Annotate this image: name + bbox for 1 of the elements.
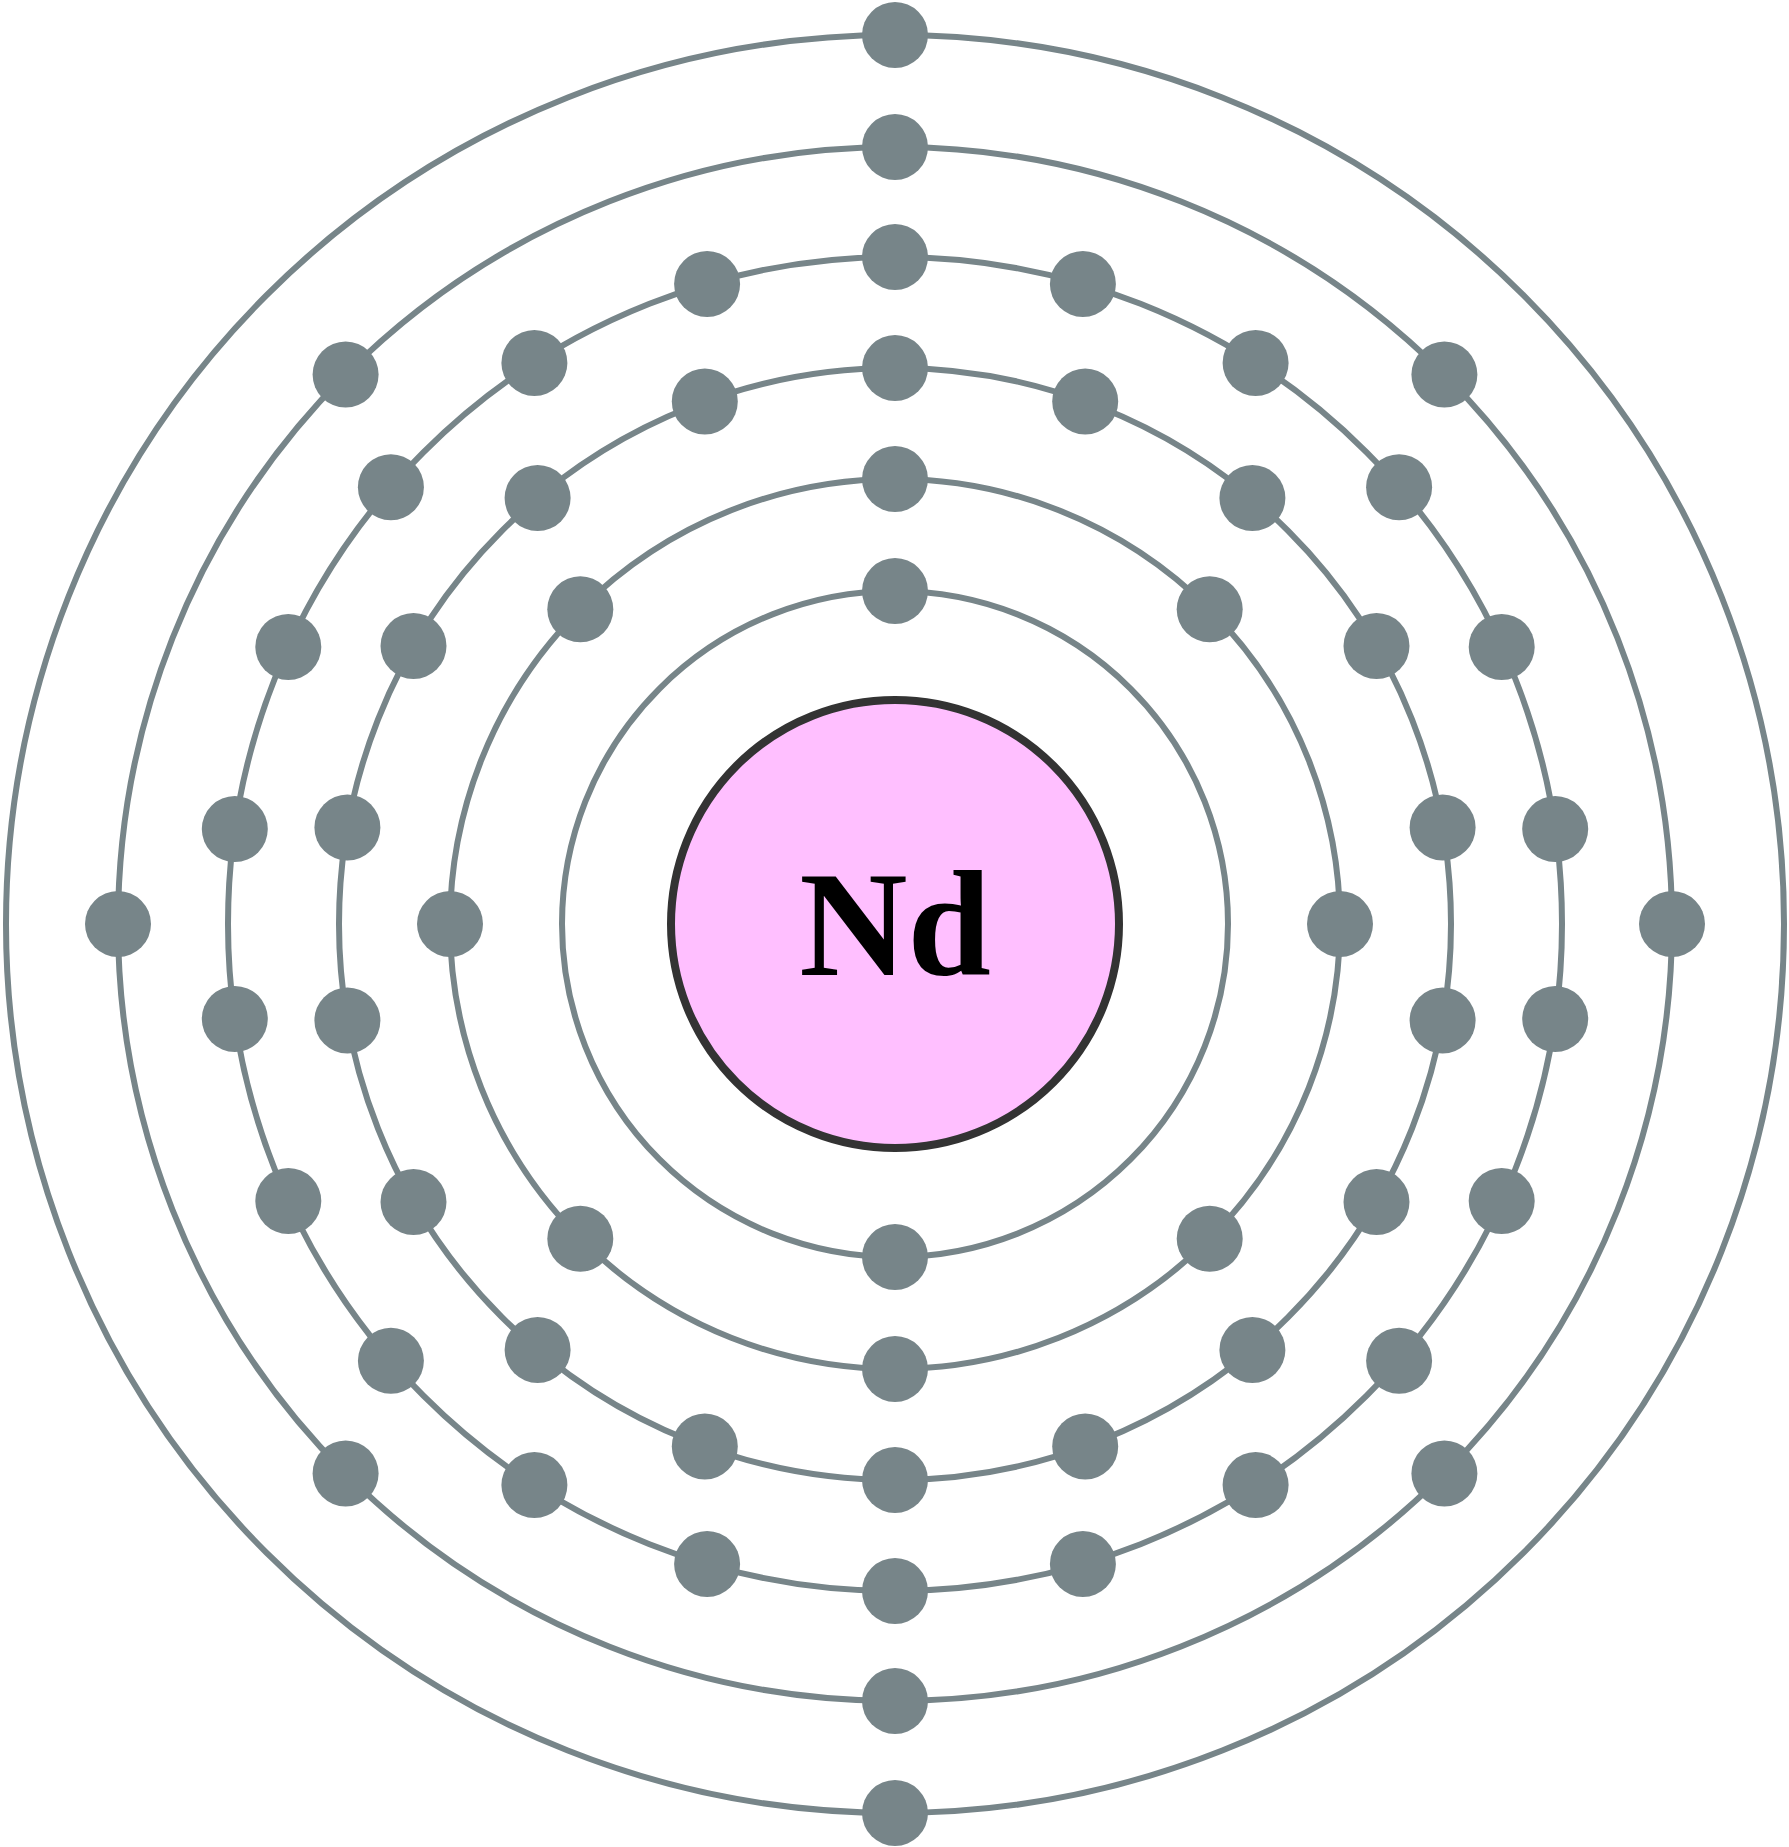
element-symbol: Nd: [799, 849, 991, 999]
